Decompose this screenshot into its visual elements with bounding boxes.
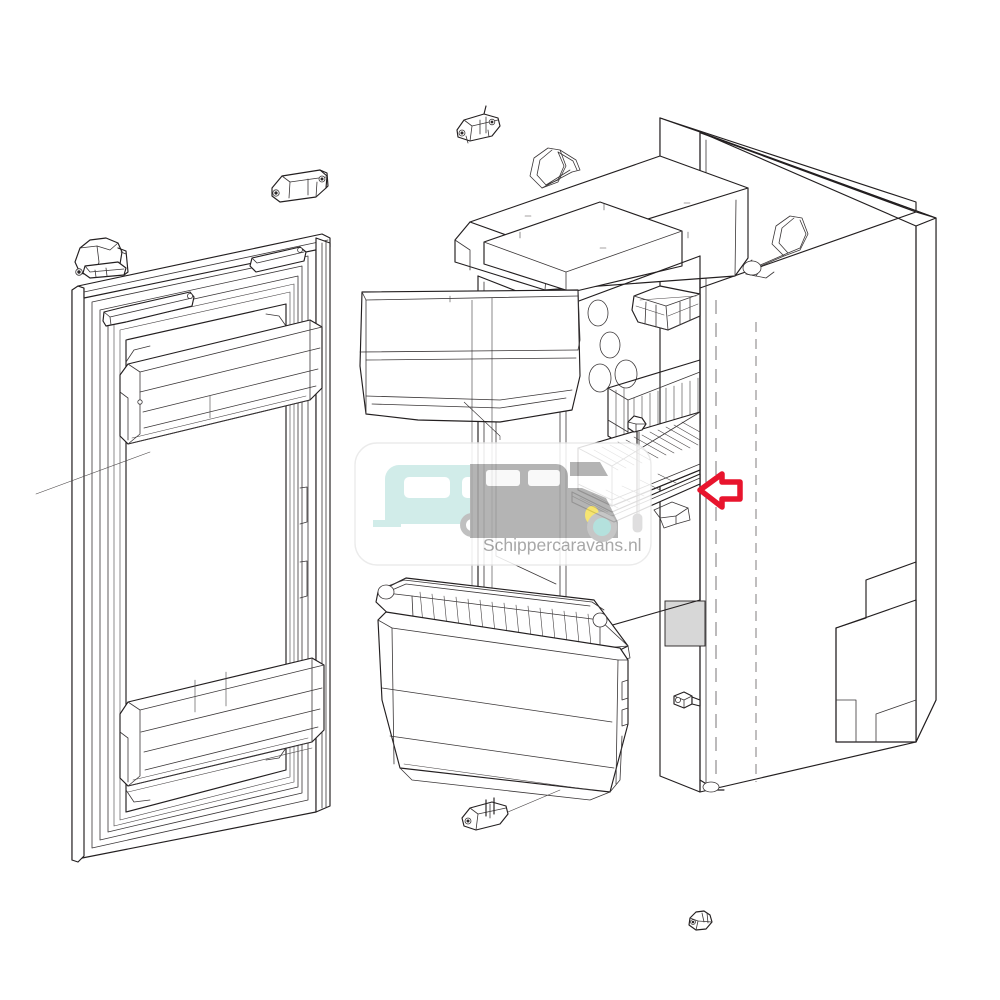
door-hinge-cover-bracket <box>74 237 129 279</box>
bottom-hinge-bracket <box>461 789 561 831</box>
watermark: Schippercaravans.nl <box>354 442 652 566</box>
control-panel-fascia <box>454 155 749 293</box>
side-mounting-clip <box>673 691 701 709</box>
watermark-van-wheel <box>593 518 611 536</box>
wire-harness-loop <box>529 147 581 189</box>
mounting-screw <box>688 910 713 931</box>
top-hinge-bracket-upper <box>456 105 501 144</box>
watermark-text: Schippercaravans.nl <box>483 535 642 555</box>
door-upper-shelf-bin <box>119 319 323 445</box>
door-lower-shelf-bin <box>119 657 325 793</box>
freezer-compartment-door <box>359 289 581 612</box>
door-assembly <box>35 169 331 863</box>
crisper-assembly <box>375 577 631 801</box>
top-hinge-bracket <box>271 169 329 203</box>
red-callout-arrow[interactable] <box>697 471 743 510</box>
ice-tray <box>631 285 701 331</box>
refrigerator-cabinet-body <box>454 117 937 793</box>
wire-harness-loop-right <box>742 215 809 279</box>
crisper-drawer <box>377 611 629 801</box>
